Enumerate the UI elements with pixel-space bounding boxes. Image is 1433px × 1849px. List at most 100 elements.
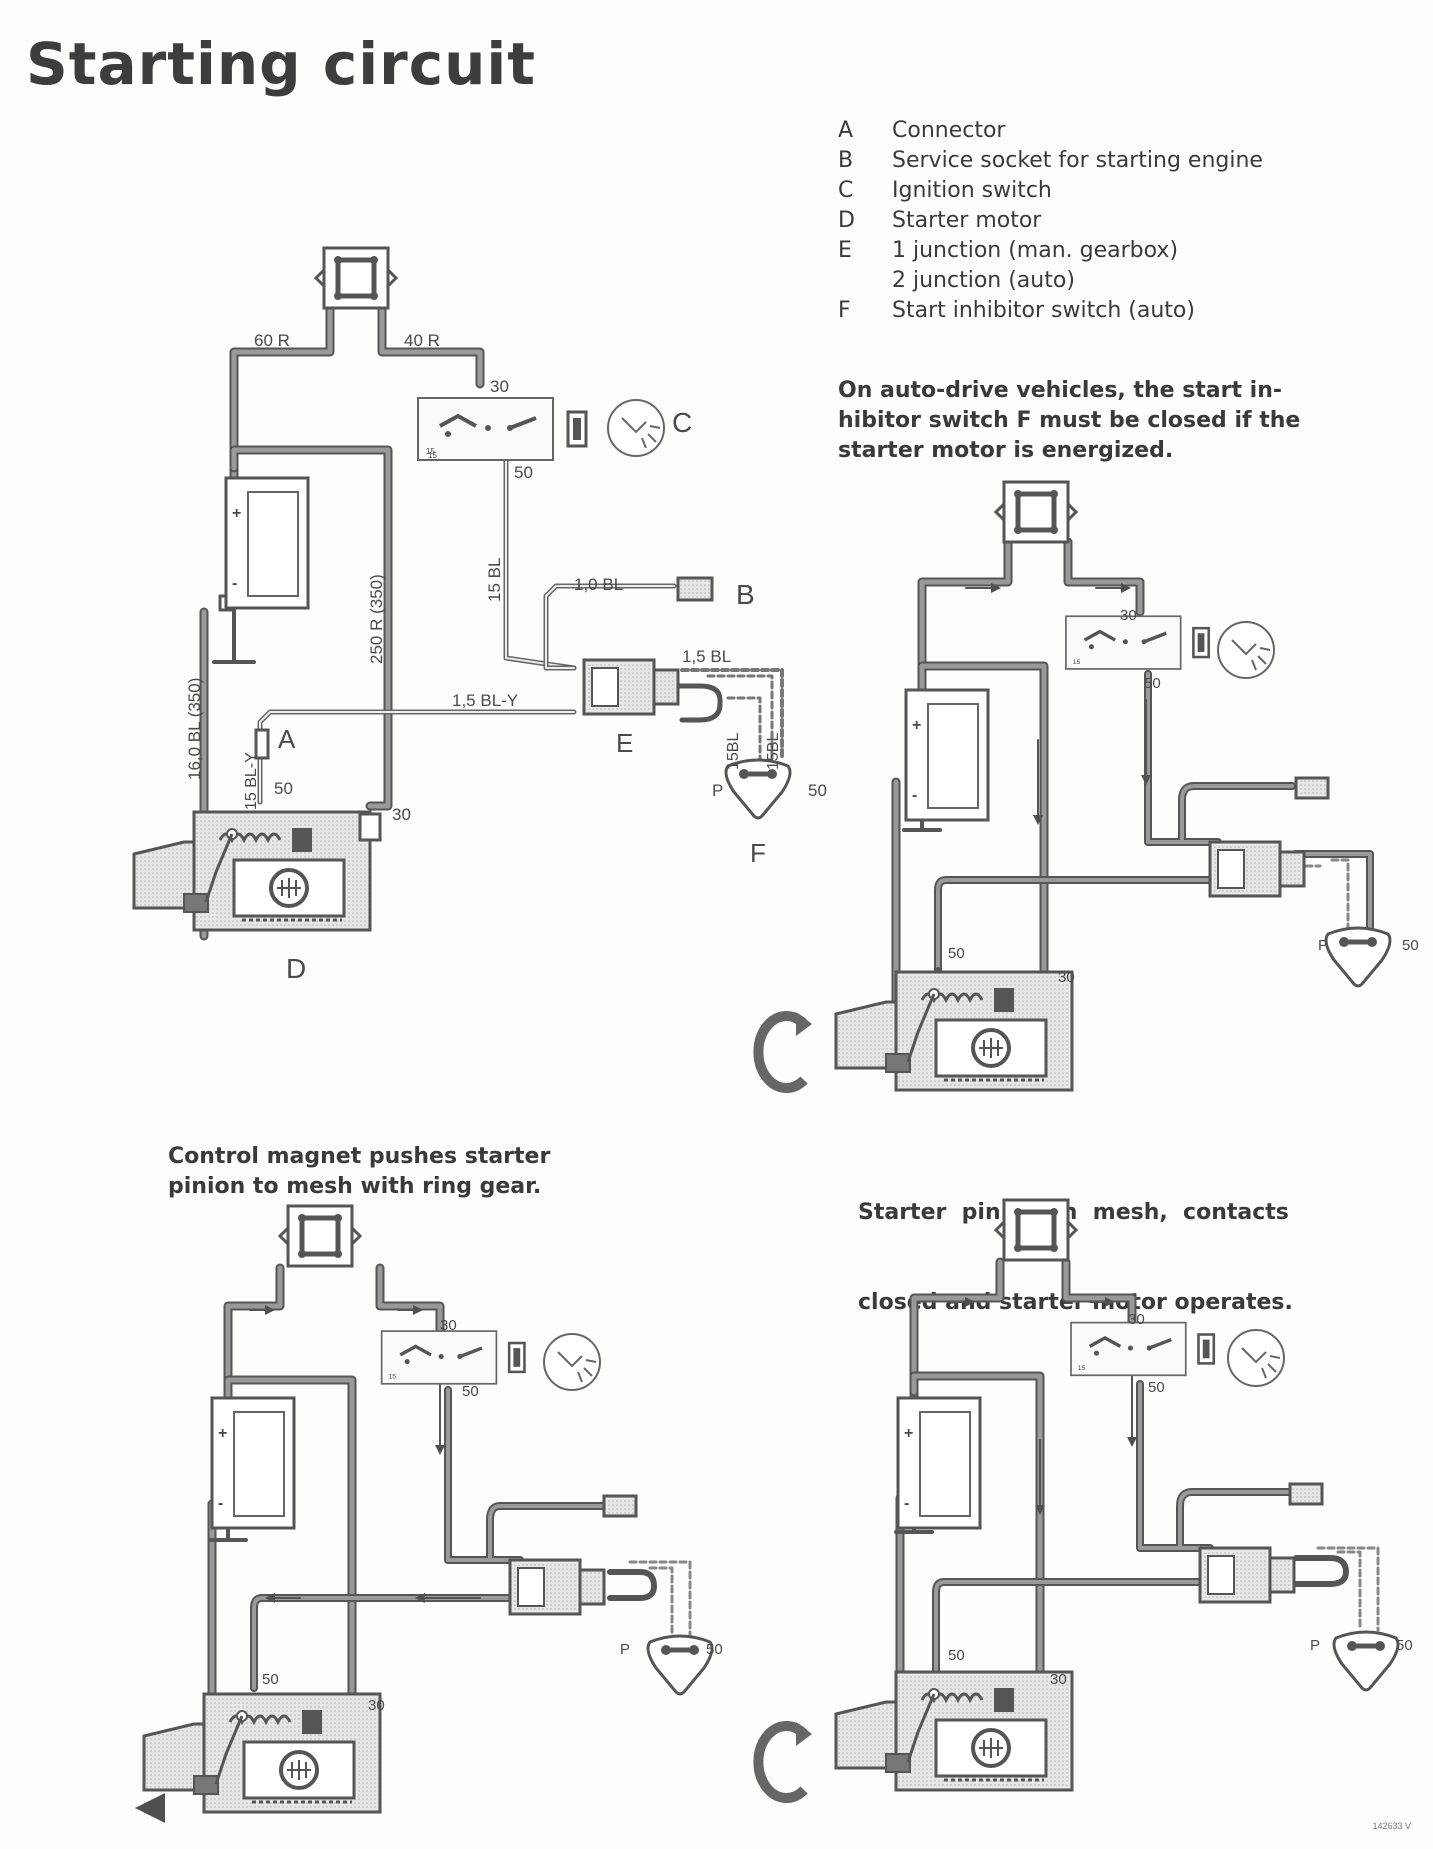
legend-key: D	[838, 208, 855, 233]
terminal-50-starter-label: 50	[948, 945, 965, 962]
note-pinion-mesh: Starter pinion in mesh, contacts closed …	[858, 1138, 1293, 1378]
connector-a	[254, 728, 270, 760]
label-e: E	[616, 728, 633, 758]
control-magnet-wires	[135, 1263, 692, 1823]
label-f: F	[750, 838, 766, 868]
image-code: 142633 V	[1372, 1821, 1411, 1831]
connector-block	[996, 482, 1076, 542]
terminal-50-starter-label: 50	[274, 779, 293, 798]
terminal-30-label: 30	[440, 1317, 457, 1334]
wire-label-15bly-vertical: 15 BL-Y	[243, 752, 260, 810]
control-magnet-diagram: 30 50 50 30 P 50	[135, 1206, 723, 1823]
terminal-30-starter-label: 30	[1050, 1671, 1067, 1688]
junction	[508, 1558, 606, 1616]
connector-block	[996, 1200, 1076, 1260]
connector-block	[316, 248, 396, 308]
legend-key: E	[838, 238, 852, 263]
terminal-50-label: 50	[1148, 1379, 1165, 1396]
battery	[896, 1396, 982, 1530]
starter-terminal-30	[358, 812, 382, 842]
wire-label-15bl-f2: 15BL	[765, 733, 782, 770]
terminal-50-label: 50	[1144, 675, 1161, 692]
terminal-30-starter-label: 30	[1058, 969, 1075, 986]
junction	[1198, 1546, 1296, 1604]
terminal-50-starter-label: 50	[262, 1671, 279, 1688]
wire-label-250r: 250 R (350)	[367, 574, 386, 664]
ignition-key-dial	[1217, 621, 1275, 679]
ignition-switch	[1064, 614, 1211, 671]
terminal-15-label: 15	[428, 451, 437, 460]
terminal-30-label: 30	[1120, 607, 1137, 624]
note-auto-drive: On auto-drive vehicles, the start in- hi…	[838, 376, 1300, 466]
legend-key: C	[838, 178, 854, 203]
wire-label-15bl-f1: 15BL	[725, 733, 742, 770]
legend-item: D Starter motor	[838, 206, 1358, 236]
starter-motor	[834, 1670, 1074, 1792]
rotation-arrow-icon	[758, 1012, 812, 1088]
service-socket	[602, 1494, 638, 1518]
legend-key: A	[838, 118, 854, 143]
start-inhibitor-switch	[1326, 928, 1390, 986]
note-line: hibitor switch F must be closed if the	[838, 408, 1301, 433]
main-wires	[199, 305, 784, 941]
note-line: pinion to mesh with ring gear.	[168, 1174, 542, 1199]
legend-key: F	[838, 298, 851, 323]
terminal-50-label: 50	[462, 1383, 479, 1400]
battery	[224, 476, 310, 610]
label-d: D	[286, 953, 306, 984]
legend-item: 2 junction (auto)	[838, 266, 1358, 296]
note-control-magnet: Control magnet pushes starter pinion to …	[168, 1142, 550, 1202]
starter-motor	[132, 810, 372, 932]
battery	[210, 1396, 296, 1530]
legend-text: Service socket for starting engine	[892, 148, 1263, 173]
wire-label-160bl: 16,0 BL (350)	[185, 678, 204, 780]
rotation-arrow-icon	[758, 1722, 812, 1798]
ignition-key-dial	[1227, 1329, 1285, 1387]
note-line: On auto-drive vehicles, the start in-	[838, 378, 1283, 403]
junction	[1208, 840, 1306, 898]
terminal-50-inhibitor-label: 50	[808, 781, 827, 800]
note-line: Control magnet pushes starter	[168, 1144, 551, 1169]
terminal-30-label: 30	[490, 377, 509, 396]
terminal-p-label: P	[1318, 937, 1328, 954]
wire-label-40r: 40 R	[404, 331, 440, 350]
service-socket	[1294, 776, 1330, 800]
main-circuit-diagram: 60 R 40 R 30 50 15 BL 1,0 BL 1,5 BL 1,5 …	[132, 248, 827, 984]
terminal-30-starter-label: 30	[368, 1697, 385, 1714]
junction-e	[582, 658, 680, 716]
terminal-50-inhibitor-label: 50	[1402, 937, 1419, 954]
label-a: A	[278, 724, 296, 754]
legend-text: Connector	[892, 118, 1006, 143]
battery	[904, 688, 990, 822]
legend-text: 2 junction (auto)	[892, 268, 1075, 293]
starter-motor	[834, 970, 1074, 1092]
terminal-50-inhibitor-label: 50	[1396, 1637, 1413, 1654]
wire-label-10bl: 1,0 BL	[574, 575, 623, 594]
terminal-p-label: P	[712, 781, 723, 800]
legend-text: 1 junction (man. gearbox)	[892, 238, 1179, 263]
note-line: starter motor is energized.	[838, 438, 1174, 463]
wire-label-15bly: 1,5 BL-Y	[452, 691, 518, 710]
ignition-switch	[379, 1329, 527, 1386]
label-c: C	[672, 407, 692, 438]
wire-label-15bl-top: 1,5 BL	[682, 647, 731, 666]
start-inhibitor-switch	[1334, 1632, 1398, 1690]
wire-label-60r: 60 R	[254, 331, 290, 350]
starter-motor	[142, 1692, 382, 1814]
legend-text: Start inhibitor switch (auto)	[892, 298, 1195, 323]
terminal-50-inhibitor-label: 50	[706, 1641, 723, 1658]
ignition-switch	[1069, 1320, 1216, 1378]
legend-item: E 1 junction (man. gearbox)	[838, 236, 1358, 266]
connector-block	[280, 1206, 360, 1266]
legend-text: Ignition switch	[892, 178, 1052, 203]
legend-text: Starter motor	[892, 208, 1042, 233]
legend-item: F Start inhibitor switch (auto)	[838, 296, 1358, 326]
terminal-30-label: 30	[1128, 1311, 1145, 1328]
service-socket	[676, 576, 714, 602]
terminal-50-starter-label: 50	[948, 1647, 965, 1664]
terminal-30-starter-label: 30	[392, 805, 411, 824]
